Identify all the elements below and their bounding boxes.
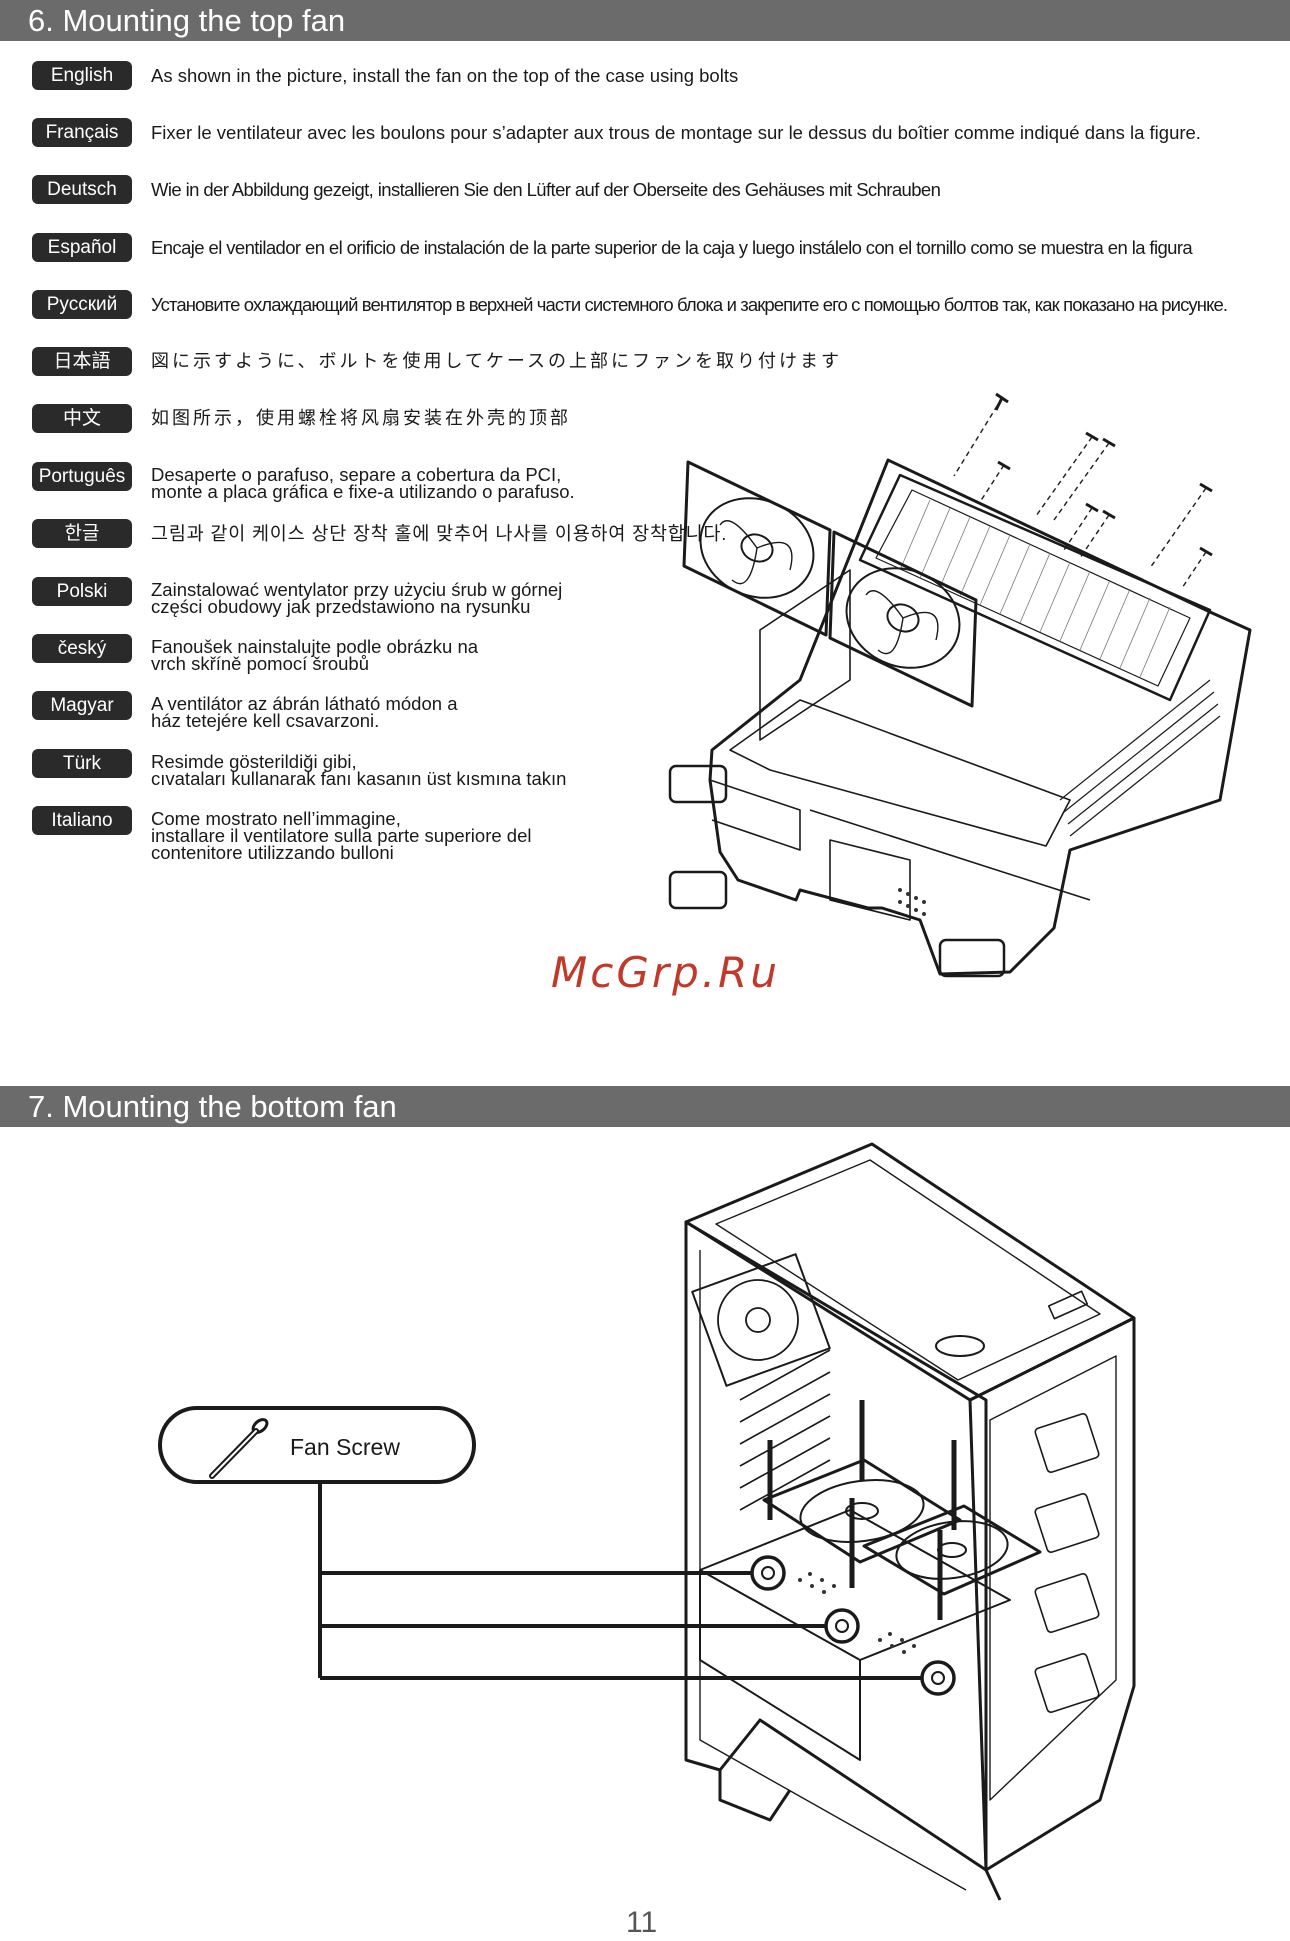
instruction-text: Come mostrato nell’immagine, installare … <box>151 808 532 863</box>
fan-icon <box>762 1458 962 1564</box>
instruction-text: Zainstalować wentylator przy użyciu śrub… <box>151 579 563 617</box>
section-6-title: 6. Mounting the top fan <box>28 3 346 38</box>
screw-icon <box>209 1418 269 1479</box>
section-6-header: 6. Mounting the top fan <box>0 0 1290 41</box>
fan-icon <box>682 460 832 637</box>
language-badge: Português <box>32 462 132 491</box>
screw-icon <box>1079 509 1116 559</box>
screw-icon <box>953 392 1009 477</box>
language-badge: Français <box>32 118 132 147</box>
instruction-text: Fixer le ventilateur avec les boulons po… <box>151 122 1201 143</box>
instruction-text: Установите охлаждающий вентилятор в верх… <box>151 294 1228 315</box>
language-badge: 한글 <box>32 519 132 548</box>
page-number: 11 <box>626 1906 658 1939</box>
instruction-text: Resimde gösterildiği gibi, cıvataları ku… <box>151 751 567 789</box>
language-badge: Deutsch <box>32 175 132 204</box>
section-7-header: 7. Mounting the bottom fan <box>0 1086 1290 1127</box>
fan-screw-callout: Fan Screw <box>158 1406 476 1484</box>
screw-icon <box>1149 482 1213 569</box>
callout-label: Fan Screw <box>290 1434 400 1460</box>
instruction-text: 図に示すように、ボルトを使用してケースの上部にファンを取り付けます <box>151 351 843 372</box>
language-badge: Magyar <box>32 691 132 720</box>
screw-icon <box>1063 502 1099 551</box>
callout-leader-lines <box>318 1484 922 1680</box>
instruction-text: Desaperte o parafuso, separe a cobertura… <box>151 464 575 502</box>
language-badge: English <box>32 61 132 90</box>
screw-icon <box>1053 437 1116 521</box>
language-badge: Русский <box>32 290 132 319</box>
instruction-text: 如图所示，使用螺栓将风扇安装在外壳的顶部 <box>151 408 571 429</box>
section-7-title: 7. Mounting the bottom fan <box>28 1089 397 1124</box>
language-badge: 日本語 <box>32 347 132 376</box>
watermark: McGrp.Ru <box>551 948 780 997</box>
bottom-fan-illustration <box>318 1142 1136 1901</box>
language-badge: 中文 <box>32 404 132 433</box>
fan-icon <box>691 1253 831 1387</box>
tower-case <box>684 1142 1136 1901</box>
instruction-text: Wie in der Abbildung gezeigt, installier… <box>151 179 941 200</box>
instruction-text: A ventilátor az ábrán látható módon a há… <box>151 693 458 731</box>
language-badge: Türk <box>32 749 132 778</box>
language-badge: český <box>32 634 132 663</box>
screw-icon <box>979 460 1011 503</box>
top-fan-illustration <box>668 392 1252 978</box>
language-badge: Polski <box>32 577 132 606</box>
fan-icon <box>828 530 978 708</box>
screw-icon <box>1035 431 1099 517</box>
screw-icon <box>1181 546 1213 589</box>
instruction-text: As shown in the picture, install the fan… <box>151 65 739 86</box>
language-badge: Español <box>32 233 132 262</box>
instruction-text: Fanoušek nainstalujte podle obrázku na v… <box>151 636 479 674</box>
instruction-text: 그림과 같이 케이스 상단 장착 홀에 맞추어 나사를 이용하여 장착합니다. <box>151 523 728 544</box>
instruction-text: Encaje el ventilador en el orificio de i… <box>151 237 1193 258</box>
language-badge: Italiano <box>32 806 132 835</box>
